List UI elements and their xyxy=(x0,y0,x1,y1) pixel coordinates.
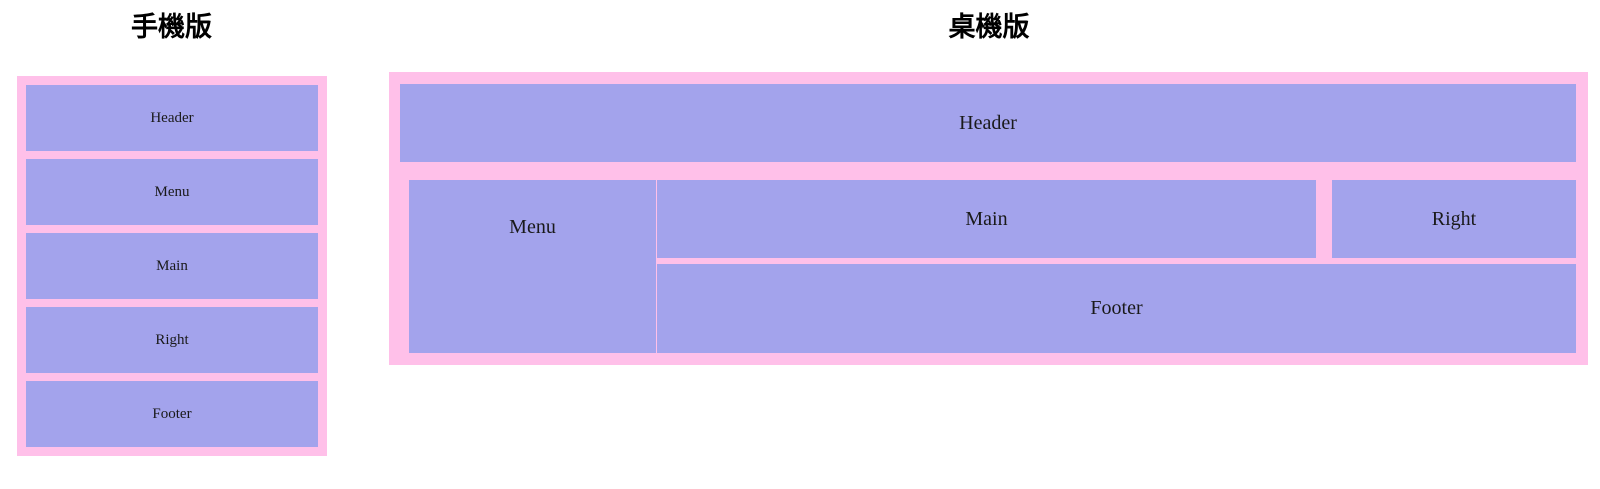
desktop-region-footer: Footer xyxy=(657,264,1576,353)
desktop-region-main: Main xyxy=(657,180,1316,258)
desktop-region-menu-label: Menu xyxy=(509,216,556,238)
mobile-region-main-label: Main xyxy=(156,258,188,274)
mobile-region-main: Main xyxy=(26,233,318,299)
desktop-region-right: Right xyxy=(1332,180,1576,258)
desktop-region-right-label: Right xyxy=(1431,208,1477,230)
mobile-region-right-label: Right xyxy=(155,332,189,348)
mobile-region-footer: Footer xyxy=(26,381,318,447)
mobile-layout-container: Header Menu Main Right Footer xyxy=(17,76,327,456)
desktop-region-header: Header xyxy=(400,84,1576,162)
mobile-region-header: Header xyxy=(26,85,318,151)
mobile-region-menu-label: Menu xyxy=(154,184,190,200)
desktop-region-footer-label: Footer xyxy=(1090,297,1143,319)
desktop-layout-title: 桌機版 xyxy=(948,12,1030,42)
mobile-region-right: Right xyxy=(26,307,318,373)
mobile-region-footer-label: Footer xyxy=(152,406,192,422)
desktop-region-header-label: Header xyxy=(959,112,1017,134)
mobile-region-menu: Menu xyxy=(26,159,318,225)
mobile-layout-title: 手機版 xyxy=(131,12,212,42)
desktop-region-menu: Menu xyxy=(409,180,656,353)
desktop-layout-container: Header Menu Main Right Footer xyxy=(389,72,1588,365)
mobile-region-header-label: Header xyxy=(150,110,194,126)
desktop-region-main-label: Main xyxy=(965,208,1008,230)
